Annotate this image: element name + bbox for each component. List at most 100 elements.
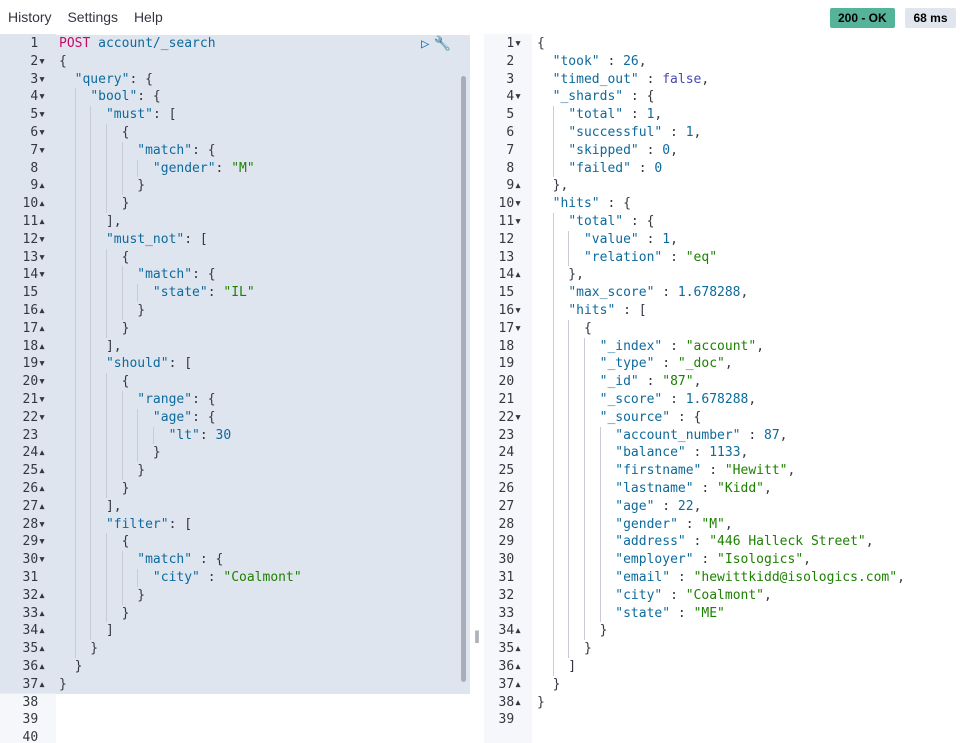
menu-help[interactable]: Help — [133, 9, 163, 25]
response-code-line[interactable]: ] — [532, 658, 960, 676]
response-code-line[interactable] — [532, 711, 960, 729]
request-scrollbar[interactable] — [461, 76, 466, 682]
request-code-line[interactable]: "must": [ — [56, 106, 470, 124]
response-code-line[interactable]: } — [532, 622, 960, 640]
request-code-line[interactable]: ], — [56, 498, 470, 516]
response-code-line[interactable]: "address" : "446 Halleck Street", — [532, 533, 960, 551]
response-code-area[interactable]: { "took" : 26, "timed_out" : false, "_sh… — [532, 34, 960, 743]
response-code-line[interactable]: { — [532, 320, 960, 338]
response-code-line[interactable]: } — [532, 694, 960, 712]
response-code-line[interactable]: }, — [532, 177, 960, 195]
response-code-line[interactable]: "hits" : { — [532, 195, 960, 213]
request-code-line[interactable]: "query": { — [56, 71, 470, 89]
response-code-line[interactable]: "balance" : 1133, — [532, 444, 960, 462]
request-code-line[interactable]: ], — [56, 338, 470, 356]
response-code-line[interactable]: "timed_out" : false, — [532, 71, 960, 89]
request-code-line[interactable]: POST account/_search — [56, 35, 470, 53]
response-code-line[interactable]: "lastname" : "Kidd", — [532, 480, 960, 498]
response-code-line[interactable]: "email" : "hewittkidd@isologics.com", — [532, 569, 960, 587]
response-code-line[interactable]: "_type" : "_doc", — [532, 355, 960, 373]
response-editor[interactable]: 1▾2 3 4▾5 6 7 8 9▴10▾11▾12 13 14▴15 16▾1… — [484, 34, 960, 743]
response-indent-guide — [583, 391, 585, 409]
request-code-line[interactable]: { — [56, 533, 470, 551]
request-code-text: } — [59, 303, 146, 318]
request-code-line[interactable]: } — [56, 658, 470, 676]
request-code-line[interactable]: { — [56, 249, 470, 267]
request-code-line[interactable]: "bool": { — [56, 88, 470, 106]
request-code-line[interactable]: "match" : { — [56, 551, 470, 569]
request-code-line[interactable]: "must_not": [ — [56, 231, 470, 249]
request-code-area[interactable]: POST account/_search{ "query": { "bool":… — [56, 34, 470, 743]
request-editor[interactable]: 1 2▾3▾4▾5▾6▾7▾8 9▴10▴11▴12▾13▾14▾15 16▴1… — [0, 34, 470, 743]
request-code-line[interactable]: { — [56, 124, 470, 142]
request-code-line[interactable]: "should": [ — [56, 355, 470, 373]
request-code-line[interactable]: } — [56, 444, 470, 462]
request-code-line[interactable] — [56, 729, 470, 743]
response-code-line[interactable]: "state" : "ME" — [532, 605, 960, 623]
response-code-line[interactable]: } — [532, 640, 960, 658]
request-code-line[interactable]: } — [56, 640, 470, 658]
request-code-text: "lt": 30 — [168, 427, 232, 443]
response-code-line[interactable]: "total" : 1, — [532, 106, 960, 124]
response-code-line[interactable]: "age" : 22, — [532, 498, 960, 516]
request-code-line[interactable]: } — [56, 605, 470, 623]
response-code-line[interactable]: } — [532, 676, 960, 694]
response-code-line[interactable]: "skipped" : 0, — [532, 142, 960, 160]
request-code-line[interactable]: } — [56, 195, 470, 213]
request-code-line[interactable]: "age": { — [56, 409, 470, 427]
request-code-line[interactable]: } — [56, 302, 470, 320]
request-code-line[interactable]: } — [56, 480, 470, 498]
response-code-line[interactable]: "firstname" : "Hewitt", — [532, 462, 960, 480]
request-code-line[interactable]: "lt": 30 — [56, 427, 470, 445]
response-code-line[interactable]: "employer" : "Isologics", — [532, 551, 960, 569]
response-code-line[interactable]: "_source" : { — [532, 409, 960, 427]
request-code-line[interactable]: "match": { — [56, 142, 470, 160]
request-code-line[interactable]: } — [56, 587, 470, 605]
response-code-line[interactable]: "account_number" : 87, — [532, 427, 960, 445]
response-code-line[interactable]: "took" : 26, — [532, 53, 960, 71]
response-code-line[interactable]: "value" : 1, — [532, 231, 960, 249]
response-code-text: } — [537, 694, 545, 710]
play-icon[interactable]: ▷ — [421, 36, 430, 52]
request-code-line[interactable] — [56, 694, 470, 712]
response-code-line[interactable]: "gender" : "M", — [532, 516, 960, 534]
response-code-line[interactable]: "successful" : 1, — [532, 124, 960, 142]
request-indent-guide — [105, 373, 107, 391]
response-code-line[interactable]: "total" : { — [532, 213, 960, 231]
response-code-text: } — [537, 676, 561, 692]
response-code-line[interactable]: "city" : "Coalmont", — [532, 587, 960, 605]
response-code-line[interactable]: }, — [532, 266, 960, 284]
request-code-line[interactable]: "state": "IL" — [56, 284, 470, 302]
request-indent-guide — [74, 213, 76, 231]
response-indent-guide — [552, 248, 554, 267]
response-code-line[interactable]: "relation" : "eq" — [532, 249, 960, 267]
request-code-line[interactable]: "filter": [ — [56, 516, 470, 534]
request-code-line[interactable]: "gender": "M" — [56, 160, 470, 178]
request-code-line[interactable]: "range": { — [56, 391, 470, 409]
response-indent-guide — [583, 515, 585, 534]
resizer-grip-icon[interactable]: ‖ — [474, 629, 480, 643]
response-code-line[interactable]: "_id" : "87", — [532, 373, 960, 391]
request-code-line[interactable]: { — [56, 53, 470, 71]
request-code-line[interactable] — [56, 711, 470, 729]
response-code-line[interactable]: "_score" : 1.678288, — [532, 391, 960, 409]
response-line-number: 13 — [498, 249, 522, 265]
request-code-line[interactable]: } — [56, 676, 470, 694]
response-code-line[interactable]: "failed" : 0 — [532, 160, 960, 178]
request-code-line[interactable]: } — [56, 177, 470, 195]
request-code-line[interactable]: "match": { — [56, 266, 470, 284]
request-code-line[interactable]: { — [56, 373, 470, 391]
request-code-line[interactable]: "city" : "Coalmont" — [56, 569, 470, 587]
response-code-line[interactable]: { — [532, 35, 960, 53]
request-code-line[interactable]: ], — [56, 213, 470, 231]
request-code-line[interactable]: } — [56, 462, 470, 480]
menu-history[interactable]: History — [8, 9, 52, 25]
response-code-line[interactable]: "_index" : "account", — [532, 338, 960, 356]
wrench-icon[interactable]: 🔧 — [433, 36, 451, 52]
response-code-line[interactable]: "max_score" : 1.678288, — [532, 284, 960, 302]
request-code-line[interactable]: ] — [56, 622, 470, 640]
request-code-line[interactable]: } — [56, 320, 470, 338]
response-code-line[interactable]: "hits" : [ — [532, 302, 960, 320]
menu-settings[interactable]: Settings — [67, 9, 119, 25]
response-code-line[interactable]: "_shards" : { — [532, 88, 960, 106]
